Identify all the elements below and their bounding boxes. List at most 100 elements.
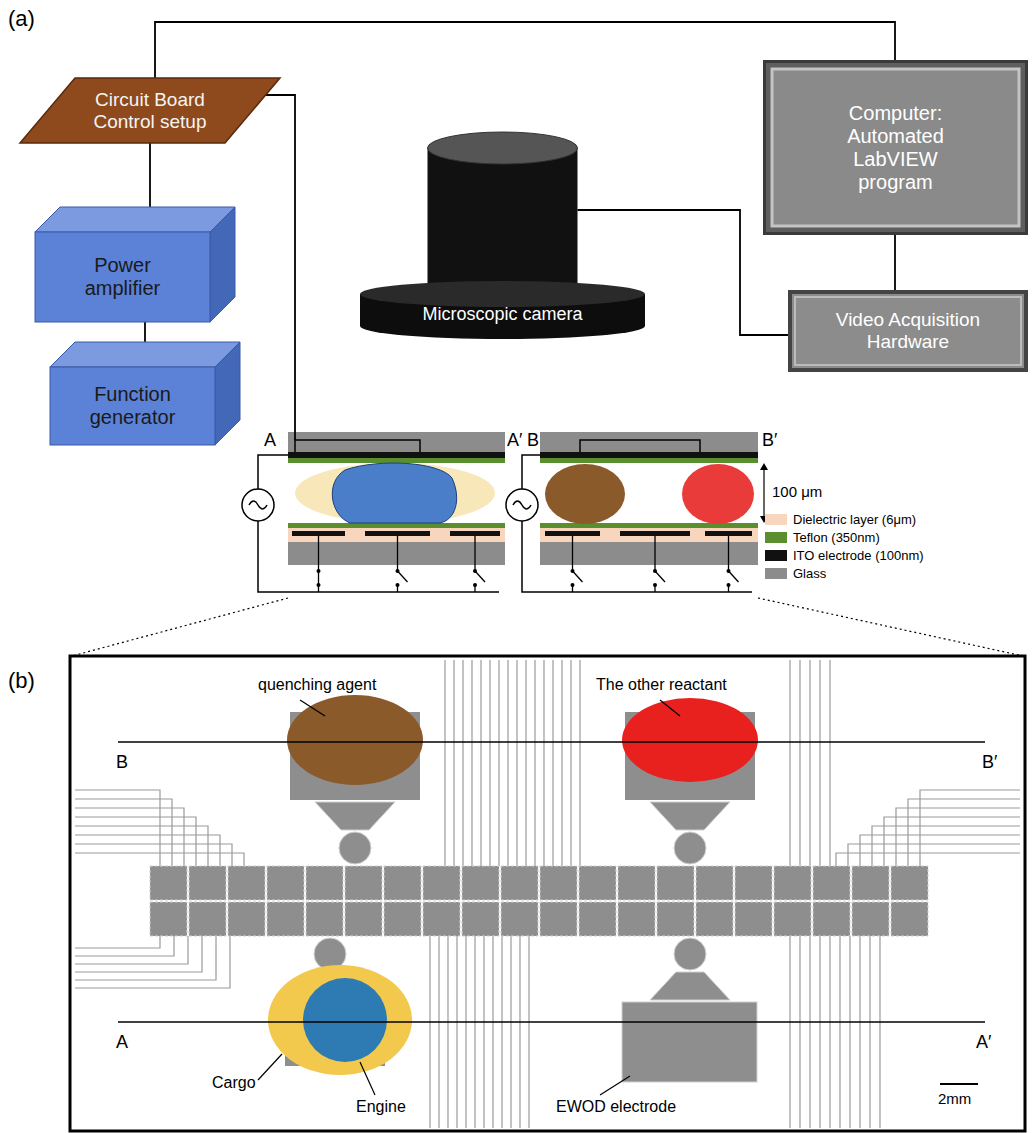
electrode-trace: [438, 936, 439, 1128]
teflon-layer: [540, 523, 758, 528]
switch-symbol: [655, 571, 665, 582]
ewod-electrode: [315, 802, 395, 830]
electrode-trace: [836, 853, 1020, 866]
hardware-box: [790, 292, 1026, 370]
ewod-electrode: [306, 902, 343, 936]
cargo-droplet: [295, 463, 495, 523]
ewod-electrode: [540, 902, 577, 936]
legend-text: Teflon (350nm): [793, 530, 880, 545]
electrode-trace: [75, 853, 244, 866]
electrode-trace: [534, 660, 535, 866]
ewod-electrode: [650, 802, 730, 830]
connector-line: [149, 143, 151, 207]
ewod-electrode: [618, 866, 655, 900]
dimension-line: [763, 468, 764, 518]
ito-electrode: [545, 531, 600, 536]
electrode-trace: [809, 936, 810, 1128]
switch-wire: [474, 536, 475, 571]
legend-text: Glass: [793, 566, 826, 581]
text-area: Computer: Automated LabVIEW program: [783, 76, 1008, 219]
ewod-electrode: [813, 902, 850, 936]
part-label: 100 μm: [772, 483, 822, 500]
top-wire: [580, 440, 700, 452]
leader-line: [300, 700, 325, 716]
section-line: [118, 1021, 985, 1023]
electrode-trace: [860, 835, 1020, 866]
electrode-trace: [872, 826, 1020, 866]
electrode-trace: [471, 660, 472, 866]
part-label: A′: [507, 430, 522, 451]
ewod-electrode: [462, 902, 499, 936]
electrode-trace: [480, 660, 481, 866]
ito-electrode: [365, 531, 430, 536]
hardware-inner: [795, 297, 1021, 365]
monitor-screen: [772, 69, 1019, 226]
reactant-droplet: [682, 464, 754, 524]
ewod-electrode: [384, 866, 421, 900]
device-box: Computer: Automated LabVIEW program: [763, 60, 1028, 235]
ewod-electrode: [306, 866, 343, 900]
electrode-trace: [920, 790, 1020, 866]
electrode-trace: [447, 936, 448, 1128]
electrode-trace: [75, 936, 188, 964]
ewod-electrode: [228, 902, 265, 936]
electrode-trace: [908, 799, 1020, 866]
node-label: Circuit Board Control setup: [75, 89, 225, 133]
box-top: [35, 207, 235, 232]
electrode-trace: [561, 660, 562, 866]
electrode-trace: [789, 660, 790, 866]
ewod-electrode: [813, 866, 850, 900]
ewod-electrode: [189, 866, 226, 900]
switch-wire: [728, 536, 729, 571]
switch-symbol: [318, 571, 319, 585]
text-area: Function generator: [56, 371, 209, 441]
part-label: (b): [8, 668, 35, 693]
electrode-trace: [444, 660, 445, 866]
ewod-electrode: [339, 832, 371, 864]
zoom-line: [758, 598, 1023, 656]
ewod-electrode: [540, 866, 577, 900]
electrode-trace: [75, 790, 160, 866]
electrode-trace: [483, 936, 484, 1128]
text-area: Microscopic camera: [380, 296, 625, 332]
glass-layer: [288, 432, 505, 452]
text-area: Circuit Board Control setup: [72, 82, 228, 139]
legend-text: ITO electrode (100nm): [793, 548, 924, 563]
part-label: B′: [762, 430, 777, 451]
ewod-electrode: [345, 866, 382, 900]
ewod-electrode: [618, 902, 655, 936]
ewod-electrode: [650, 972, 730, 1000]
text-area: Power amplifier: [41, 236, 204, 318]
electrode-trace: [489, 660, 490, 866]
part-label: A: [264, 430, 276, 451]
ewod-electrode: [228, 866, 265, 900]
ewod-electrode: [774, 902, 811, 936]
node-label: Video Acquisition Hardware: [813, 309, 1003, 353]
electrode-trace: [456, 936, 457, 1128]
electrode-trace: [519, 936, 520, 1128]
part-label: Engine: [356, 1098, 406, 1116]
ewod-electrode: [774, 866, 811, 900]
electrode-trace: [809, 660, 810, 866]
part-label: A: [116, 1032, 128, 1053]
box-side: [215, 342, 240, 445]
electrode-trace: [507, 660, 508, 866]
node-label: Power amplifier: [63, 254, 183, 300]
box-top: [50, 342, 240, 367]
ewod-electrode: [891, 866, 928, 900]
camera-wire: [578, 209, 646, 211]
camera: Microscopic camera: [360, 130, 645, 340]
electrode-trace: [465, 936, 466, 1128]
ac-symbol: [513, 501, 531, 509]
electrode-trace: [829, 660, 830, 866]
ewod-electrode: [852, 902, 889, 936]
electrode-trace: [429, 936, 430, 1128]
electrode-trace: [799, 936, 800, 1128]
quenching-droplet: [545, 464, 625, 524]
electrode-trace: [869, 936, 870, 1128]
part-label: quenching agent: [258, 676, 376, 694]
electrode-trace: [579, 660, 580, 866]
switch-wire: [318, 585, 319, 592]
legend-text: Dielectric layer (6μm): [793, 512, 916, 527]
section-line: [118, 741, 985, 743]
